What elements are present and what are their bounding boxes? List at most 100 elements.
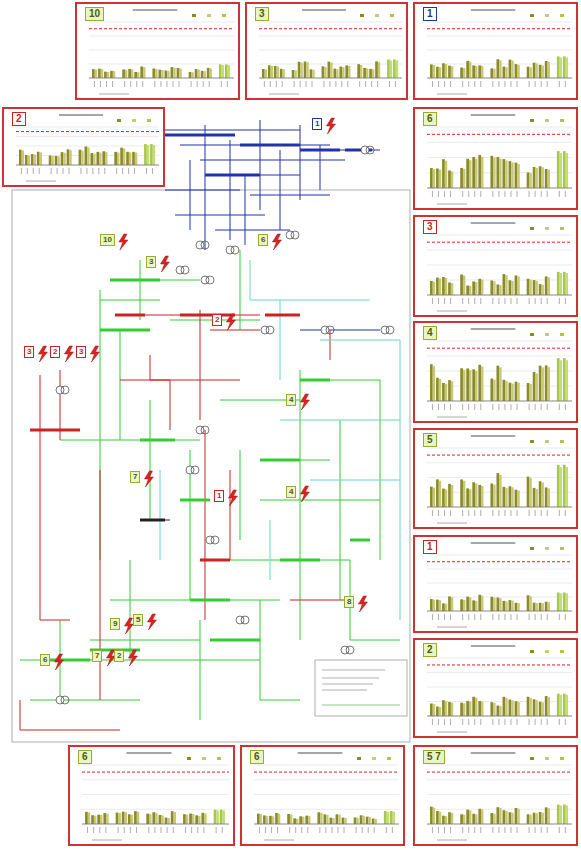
bar [117,153,119,165]
feeder-line [200,310,201,420]
bar [192,814,194,824]
transformer-symbol [286,231,294,239]
bar [490,68,493,78]
bar [499,475,501,507]
axis-tick-mark [167,827,168,833]
grid-line [427,687,572,688]
bar [155,813,157,824]
axis-tick-mark [565,614,566,620]
axis-tick-mark [359,81,360,87]
bar [292,70,295,78]
feeder-line [310,480,400,481]
axis-tick-mark [492,191,493,197]
axis-tick-mark [510,298,511,304]
transformer-symbol [361,146,369,154]
bar [22,150,24,165]
bar [563,151,566,188]
bar [529,280,531,295]
axis-tick-mark [105,827,106,833]
axis-tick-mark [300,81,301,87]
panel-ground [75,2,240,100]
grid-line [427,142,572,143]
axis-tick-mark [468,298,469,304]
bar [433,704,435,716]
axis-tick-mark [191,827,192,833]
bar [103,813,106,824]
bar [433,282,435,295]
bar [499,808,501,824]
limit-line [82,772,229,773]
bar [436,278,439,295]
bar [560,695,562,716]
axis-tick-mark [565,404,566,410]
axis-tick-mark [517,827,518,833]
bar [63,153,65,165]
bar [509,383,512,401]
callout-number: 7 [130,471,140,483]
axis-tick-mark [565,298,566,304]
axis-tick-mark [368,827,369,833]
bar [466,701,469,716]
axis-tick-mark [498,81,499,87]
axis-tick-mark [517,510,518,516]
axis-tick-mark [222,827,223,833]
bar [460,368,463,401]
bar [442,489,445,507]
fault-bolt [38,346,47,362]
callout-number: 7 [92,650,102,662]
bar [161,70,163,78]
bar [448,484,451,507]
bar [505,601,507,611]
bar [535,63,537,78]
bar [511,61,513,78]
axis-tick-mark [517,614,518,620]
grid-line [82,765,229,766]
bar [475,159,477,188]
bar [469,597,471,611]
axis-tick-mark [99,827,100,833]
bar [260,814,262,824]
legend-swatch [560,119,564,122]
bar [475,814,477,824]
bar [460,479,463,507]
callout-number: 1 [423,540,437,554]
bar [442,603,445,611]
bar [372,819,375,824]
axis-tick-mark [529,719,530,725]
axis-tick-mark [438,614,439,620]
bar [503,274,506,295]
bar [375,61,378,78]
bar [533,167,536,188]
busbar [240,144,300,147]
limit-line [427,348,572,349]
bar [472,157,475,188]
bar [478,279,481,295]
bar [171,811,174,824]
bar [333,69,336,78]
bar [509,812,512,824]
fault-bolt [272,234,281,250]
bar [336,814,339,824]
feeder-line [205,125,206,250]
bar [481,66,483,78]
bar [304,61,307,78]
chart-panel: 6 [240,745,405,846]
bar [433,169,435,188]
callout-number: 4 [286,486,296,498]
bar [387,60,390,78]
busbar [165,134,235,137]
axis-tick-mark [344,827,345,833]
axis-tick-mark [450,191,451,197]
axis-tick-mark [118,827,119,833]
bar [535,281,537,295]
axis-tick-mark [450,614,451,620]
bar [144,144,147,165]
axis-tick-mark [203,827,204,833]
bar [511,281,513,295]
bar [499,285,501,295]
bar [330,62,332,78]
bar [439,707,441,716]
bar [369,69,372,78]
bar [390,60,392,78]
